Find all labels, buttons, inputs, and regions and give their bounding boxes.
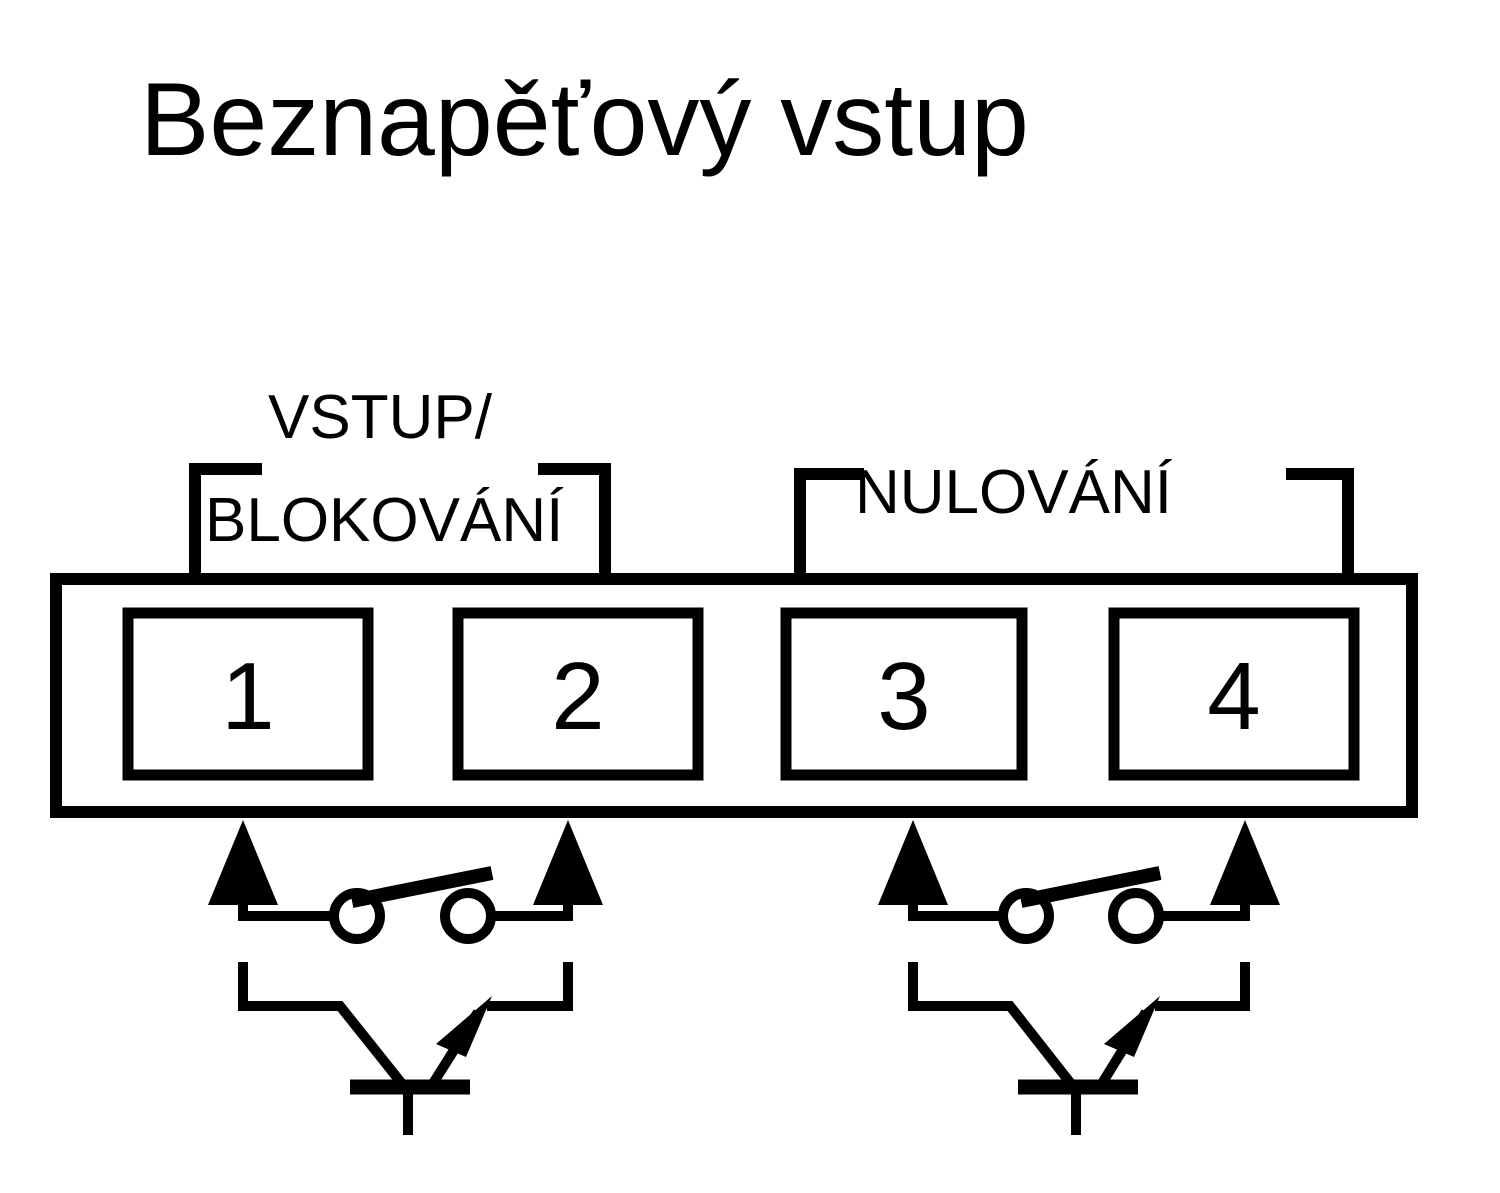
switch-contact-right-icon-2 [1108,888,1164,944]
transistor-collector-wire-2 [908,962,1076,1089]
terminal-4-box [1108,607,1360,781]
arrow-up-terminal-2-icon [533,820,603,916]
switch-lever-icon-2 [1019,866,1162,908]
terminal-3-label: 3 [877,643,930,750]
circuit-nulovani [878,820,1280,1135]
page-title: Beznapěťový vstup [140,62,1029,178]
bracket-vstup-blokovani [189,463,611,573]
terminal-1-box [122,607,374,781]
switch-lever-icon [350,866,494,908]
terminal-4[interactable]: 4 [1108,607,1360,781]
terminal-2-box [452,607,704,781]
terminal-2-label: 2 [551,643,604,750]
arrow-up-terminal-3-icon [878,820,948,916]
bracket-nulovani [794,468,1354,573]
transistor-emitter-arrow-icon-2 [1104,996,1160,1057]
terminal-3-box [780,607,1028,781]
transistor-emitter-wire-2 [1155,962,1250,1011]
switch-contact-right-icon [440,888,496,944]
terminal-1-label: 1 [221,643,274,750]
group-label-nulovani: NULOVÁNÍ [855,458,1173,527]
transistor-emitter-arrow-icon [436,996,492,1057]
terminal-4-label: 4 [1207,643,1260,750]
terminal-block-body [50,573,1418,818]
circuit-vstup-blokovani [208,820,603,1135]
arrow-up-terminal-1-icon [208,820,278,916]
group-label-vstup-line2: BLOKOVÁNÍ [205,486,564,555]
terminal-2[interactable]: 2 [452,607,704,781]
terminal-1[interactable]: 1 [122,607,374,781]
transistor-emitter-wire [487,962,573,1011]
arrow-up-terminal-4-icon [1210,820,1280,916]
terminal-3[interactable]: 3 [780,607,1028,781]
transistor-collector-wire [238,962,407,1089]
group-label-vstup-line1: VSTUP/ [268,383,493,452]
